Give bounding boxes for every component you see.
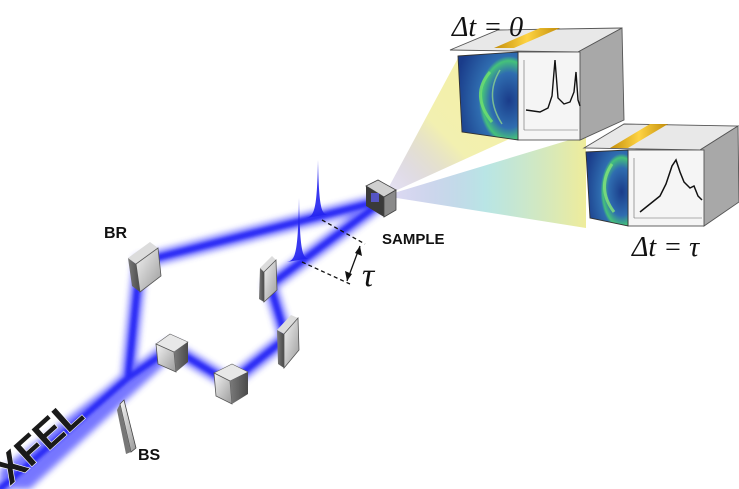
detector-bottom-label: Δt = τ	[631, 232, 700, 263]
pulse-spikes	[287, 160, 330, 262]
sample-label: SAMPLE	[382, 231, 445, 248]
detector-bottom-trace	[639, 158, 703, 213]
mirror-right	[277, 315, 300, 370]
detector-top-label: Δt = 0	[451, 12, 523, 43]
sample	[365, 179, 397, 218]
br-label: BR	[104, 225, 128, 242]
detector-top-trace	[525, 59, 581, 113]
beam-splitter	[117, 399, 137, 454]
delay-indicator: τ	[301, 219, 376, 294]
mirror-bottom-cube	[213, 363, 249, 405]
mirror-left-cube	[155, 333, 189, 373]
detector-top: Δt = 0	[449, 12, 625, 141]
mirror-br	[128, 242, 162, 293]
detector-bottom: Δt = τ	[582, 123, 739, 263]
pulse-spike-1	[306, 160, 330, 218]
mirror-upper-right	[259, 256, 278, 303]
scatter-fan-bottom	[384, 135, 586, 228]
pulse-spike-2	[287, 198, 311, 262]
bs-label: BS	[138, 447, 161, 464]
delay-symbol: τ	[362, 257, 376, 294]
